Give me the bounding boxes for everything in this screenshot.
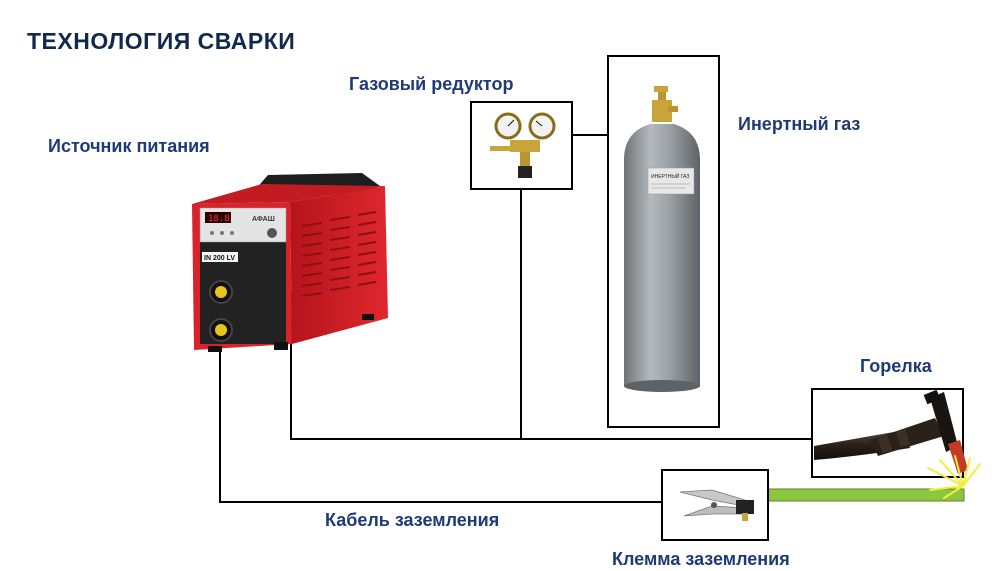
torch-cap [923,389,941,405]
torch-head [930,392,958,452]
cylinder-base [624,380,700,392]
gas-reducer [470,101,573,190]
top-surface [192,184,385,204]
torch-label: Горелка [860,356,932,376]
cylinder-valve-handle [654,86,668,92]
torch-nozzle [948,440,968,474]
display-readout: 18.8 [208,214,230,224]
brand-logo: АФАШ [252,216,275,223]
cylinder-body [624,158,700,386]
power-source-label: Источник питания [48,136,210,156]
model-label: IN 200 LV [204,255,235,262]
side-panel [290,186,388,344]
ground-cable-line [219,342,662,503]
cylinder-neck [624,124,700,160]
reducer-body [510,140,540,152]
welding-torch [811,388,968,478]
gas-cylinder: ИНЕРТНЫЙ ГАЗ [607,55,720,428]
knob [267,228,277,238]
foot [362,314,374,320]
vents [301,211,377,297]
power-source-machine: 18.8 АФАШ IN 200 LV [192,173,388,352]
ground-clamp-label: Клемма заземления [612,549,790,569]
foot [208,346,222,352]
cylinder-valve [652,100,672,122]
ground-cable-label: Кабель заземления [325,510,500,530]
display-screen [205,212,231,223]
gas-reducer-label: Газовый редуктор [349,74,514,94]
ground-strip [767,488,965,502]
clamp-insulator [736,500,754,514]
clamp-pivot [711,502,717,508]
foot [274,342,288,350]
inert-gas-label: Инертный газ [738,114,861,134]
cylinder-tag-text: ИНЕРТНЫЙ ГАЗ [651,172,689,180]
cylinder-tag [647,167,695,195]
arc-sparks [927,455,981,499]
ground-clamp [661,469,769,541]
page-title: ТЕХНОЛОГИЯ СВАРКИ [27,28,296,54]
model-plate [202,252,238,262]
